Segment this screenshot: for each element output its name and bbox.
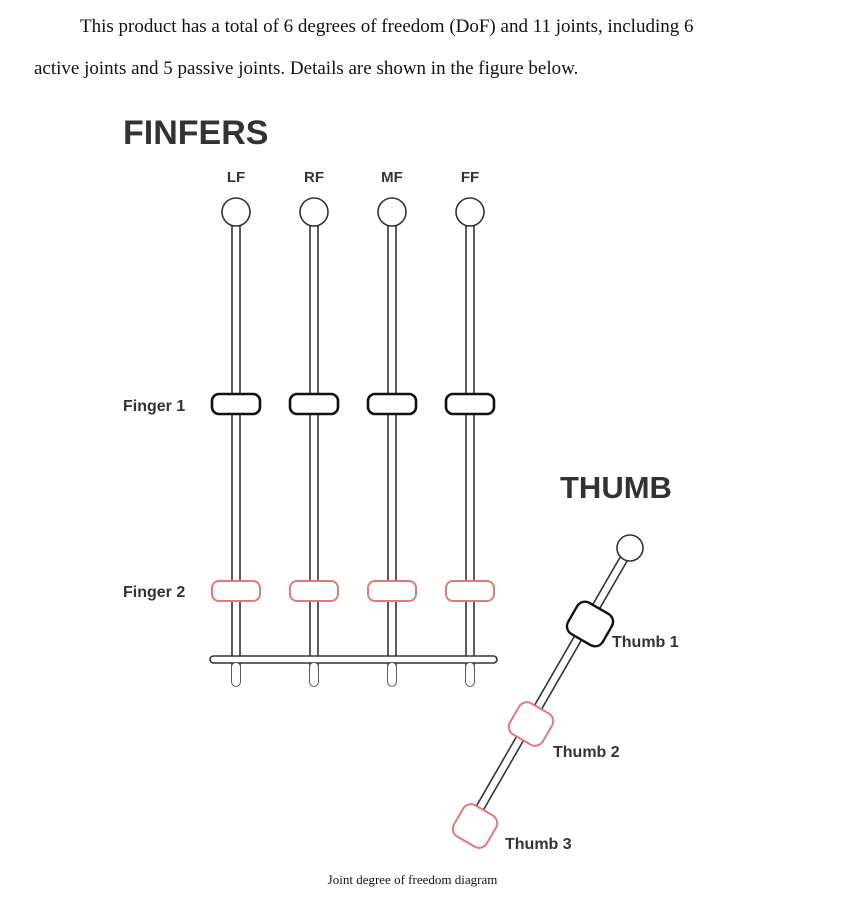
figure-caption: Joint degree of freedom diagram [327, 872, 498, 887]
thumb-label-2: Thumb 2 [553, 744, 620, 761]
palm-bar [209, 655, 498, 664]
finger-1-joint-active-mf [366, 392, 418, 416]
finger-label-ff: FF [461, 169, 479, 186]
thumb-3-joint-passive [451, 803, 499, 849]
finger-rod-cover-ff [466, 663, 474, 686]
finger-label-lf: LF [227, 169, 245, 186]
finger-1-joint-active-lf [210, 392, 262, 416]
finger-rod-mf [387, 221, 397, 687]
finger-rod-ff [465, 221, 475, 687]
fingers-title: FINFERS [123, 114, 268, 152]
finger-rod-rf [309, 221, 319, 687]
thumb-label-3: Thumb 3 [505, 836, 572, 853]
finger-2-joint-passive-lf [211, 580, 261, 602]
thumb [451, 534, 644, 849]
finger-2-joint-passive-rf [289, 580, 339, 602]
paragraph-line-2: active joints and 5 passive joints. Deta… [34, 58, 579, 79]
finger-label-mf: MF [381, 169, 403, 186]
finger-rod-cover-mf [388, 663, 396, 686]
finger-2-joint-passive-mf [367, 580, 417, 602]
finger-2-joint-passive-ff [445, 580, 495, 602]
finger-label-rf: RF [304, 169, 324, 186]
finger-rod-lf [231, 221, 241, 687]
thumb-2-joint-passive [507, 701, 555, 747]
finger-rod-cover-lf [232, 663, 240, 686]
row-label-finger-1: Finger 1 [123, 398, 185, 415]
finger-tip-joint-mf [377, 197, 407, 227]
finger-1-joint-active-ff [444, 392, 496, 416]
row-label-finger-2: Finger 2 [123, 584, 185, 601]
finger-1-joint-active-rf [288, 392, 340, 416]
thumb-label-1: Thumb 1 [612, 634, 679, 651]
thumb-title: THUMB [560, 470, 672, 505]
thumb-1-joint-active [565, 600, 615, 648]
finger-tip-joint-rf [299, 197, 329, 227]
finger-tip-joint-ff [455, 197, 485, 227]
finger-rod-cover-rf [310, 663, 318, 686]
finger-tip-joint-lf [221, 197, 251, 227]
paragraph-line-1: This product has a total of 6 degrees of… [80, 16, 694, 37]
thumb-tip-joint [616, 534, 644, 562]
